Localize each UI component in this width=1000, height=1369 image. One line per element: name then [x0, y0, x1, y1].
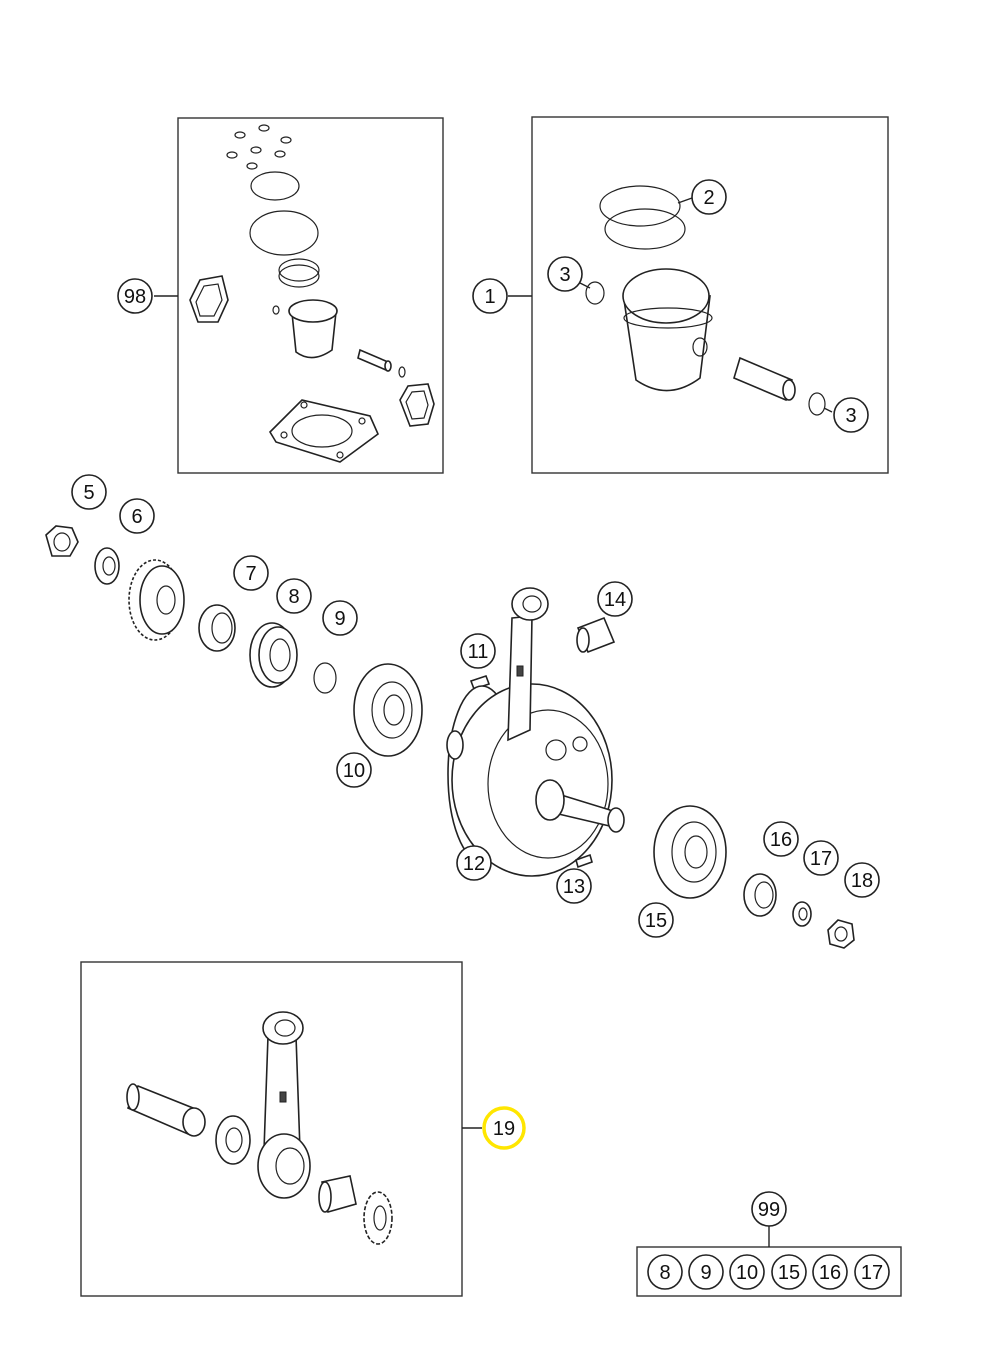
- callout-1[interactable]: 1: [472, 278, 508, 314]
- svg-text:99: 99: [758, 1199, 780, 1221]
- crankshaft-parts: [45, 525, 855, 949]
- service-set-box: [636, 1226, 902, 1297]
- callout-15[interactable]: 15: [638, 902, 674, 938]
- callout-7[interactable]: 7: [233, 555, 269, 591]
- svg-text:15: 15: [645, 910, 667, 932]
- set99-item[interactable]: 9: [688, 1254, 724, 1290]
- callout-13[interactable]: 13: [556, 868, 592, 904]
- callout-99[interactable]: 99: [751, 1191, 787, 1227]
- callout-11[interactable]: 11: [460, 633, 496, 669]
- callout-2[interactable]: 2: [691, 179, 727, 215]
- svg-text:10: 10: [343, 760, 365, 782]
- callout-12[interactable]: 12: [456, 845, 492, 881]
- callout-3-left[interactable]: 3: [547, 256, 583, 292]
- svg-text:6: 6: [131, 506, 142, 528]
- callout-17[interactable]: 17: [803, 840, 839, 876]
- svg-text:13: 13: [563, 876, 585, 898]
- svg-text:14: 14: [604, 589, 626, 611]
- svg-text:5: 5: [83, 482, 94, 504]
- svg-text:18: 18: [851, 870, 873, 892]
- svg-text:15: 15: [778, 1262, 800, 1284]
- svg-text:17: 17: [810, 848, 832, 870]
- callout-98[interactable]: 98: [117, 278, 153, 314]
- set99-item[interactable]: 8: [647, 1254, 683, 1290]
- set99-item[interactable]: 10: [729, 1254, 765, 1290]
- svg-text:9: 9: [700, 1262, 711, 1284]
- svg-text:16: 16: [819, 1262, 841, 1284]
- callout-9[interactable]: 9: [322, 600, 358, 636]
- svg-text:3: 3: [559, 264, 570, 286]
- set99-item[interactable]: 16: [812, 1254, 848, 1290]
- svg-text:2: 2: [703, 187, 714, 209]
- callout-16[interactable]: 16: [763, 821, 799, 857]
- callout-6[interactable]: 6: [119, 498, 155, 534]
- svg-text:8: 8: [659, 1262, 670, 1284]
- callout-5[interactable]: 5: [71, 474, 107, 510]
- svg-text:17: 17: [861, 1262, 883, 1284]
- callout-10[interactable]: 10: [336, 752, 372, 788]
- callout-19-highlighted[interactable]: 19: [482, 1106, 526, 1150]
- svg-text:16: 16: [770, 829, 792, 851]
- callout-8[interactable]: 8: [276, 578, 312, 614]
- svg-text:12: 12: [463, 853, 485, 875]
- svg-text:9: 9: [334, 608, 345, 630]
- set99-item[interactable]: 15: [771, 1254, 807, 1290]
- piston-kit-box: [154, 117, 444, 474]
- set99-item[interactable]: 17: [854, 1254, 890, 1290]
- svg-text:1: 1: [484, 286, 495, 308]
- svg-text:7: 7: [245, 563, 256, 585]
- svg-text:11: 11: [468, 641, 489, 663]
- callout-3-right[interactable]: 3: [833, 397, 869, 433]
- svg-text:19: 19: [493, 1118, 515, 1140]
- svg-text:10: 10: [736, 1262, 758, 1284]
- svg-text:98: 98: [124, 286, 146, 308]
- piston-assembly-box: [508, 116, 889, 474]
- svg-text:8: 8: [288, 586, 299, 608]
- svg-text:3: 3: [845, 405, 856, 427]
- callout-18[interactable]: 18: [844, 862, 880, 898]
- conrod-kit-box: [80, 961, 482, 1297]
- callout-14[interactable]: 14: [597, 581, 633, 617]
